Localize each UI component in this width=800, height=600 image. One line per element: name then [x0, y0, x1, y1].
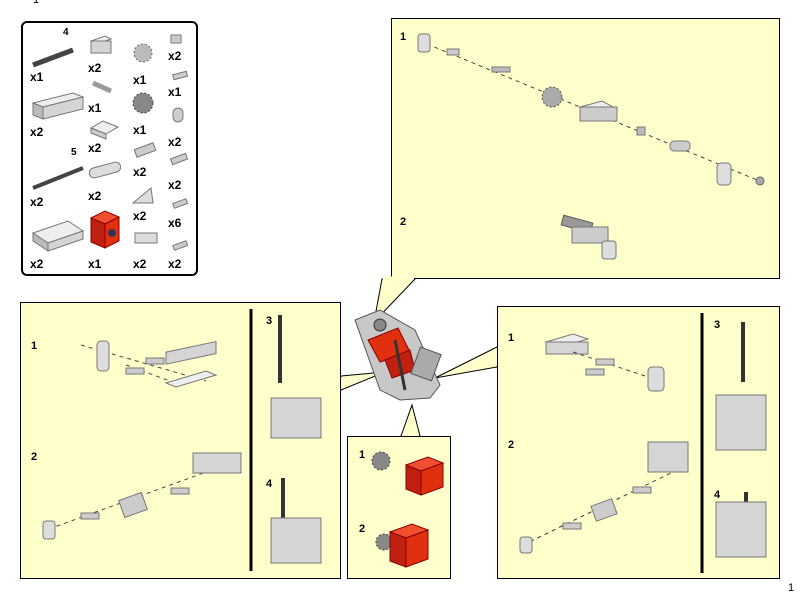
- qty-r4c6: x2: [168, 257, 182, 271]
- pin-part: [91, 80, 113, 94]
- qty-brick1x4: x2: [30, 125, 44, 139]
- liftarm-part: [88, 161, 122, 179]
- parts-list: 4 5 x1 x2 x2 x2 x2 x1 x2 x2 x1 x1 x1 x2 …: [21, 21, 198, 276]
- qty-wedge: x2: [133, 209, 147, 223]
- brick-1x2-part: [89, 35, 113, 54]
- brick-1x2-b-part: [134, 232, 158, 244]
- qty-plate2x2: x2: [88, 141, 102, 155]
- qty-red-brick: x1: [88, 257, 102, 271]
- callout-right-step-3: 3: [714, 319, 721, 331]
- callout-left-step-3: 3: [266, 315, 273, 327]
- plate-2x4-part: [31, 220, 85, 252]
- qty-axle5: x2: [30, 195, 44, 209]
- callout-left-drawing: [42, 309, 322, 571]
- qty-brick1x2-b: x2: [133, 257, 147, 271]
- gear-part: [133, 43, 153, 63]
- axle-5-part: [32, 166, 84, 190]
- qty-r4c3: x2: [168, 135, 182, 149]
- plate-2x2-part: [89, 120, 120, 140]
- page-number-top: 1: [33, 0, 40, 6]
- qty-plate2x4: x2: [30, 257, 44, 271]
- brick-1x4-part: [31, 92, 85, 120]
- callout-center-step-1: 1: [359, 449, 366, 461]
- qty-r4c5: x6: [168, 216, 182, 230]
- bush-part: [133, 142, 157, 158]
- parts-list-drawings: [31, 34, 189, 252]
- callout-right-step-4: 4: [714, 489, 721, 501]
- axle-length-4: 4: [63, 27, 69, 38]
- callout-right-step-2: 2: [508, 439, 515, 451]
- callout-right-step-1: 1: [508, 332, 515, 344]
- qty-liftarm: x2: [88, 189, 102, 203]
- qty-gear-a: x1: [133, 73, 147, 87]
- small-parts: [169, 34, 189, 251]
- page-number: 1: [788, 582, 795, 594]
- callout-top: 1 2: [391, 18, 780, 279]
- callout-right-drawing: [519, 313, 767, 573]
- callout-top-step-1: 1: [400, 31, 407, 43]
- callout-left-step-2: 2: [31, 451, 38, 463]
- callout-top-drawing: [417, 33, 765, 260]
- red-brick-part: [89, 210, 121, 249]
- qty-r4c4: x2: [168, 178, 182, 192]
- qty-r4c1: x2: [168, 49, 182, 63]
- axle-4-part: [32, 47, 74, 68]
- qty-axle4: x1: [30, 70, 44, 84]
- wedge-part: [131, 187, 154, 204]
- callout-left-step-1: 1: [31, 340, 38, 352]
- callout-center: 1 2: [347, 436, 451, 579]
- qty-r4c2: x1: [168, 85, 182, 99]
- qty-bush: x2: [133, 165, 147, 179]
- callout-center-drawing: [371, 451, 445, 568]
- qty-pin: x1: [88, 101, 102, 115]
- gear-dark-part: [132, 92, 154, 114]
- callout-left-step-4: 4: [266, 478, 273, 490]
- qty-gear-b: x1: [133, 123, 147, 137]
- qty-brick1x2: x2: [88, 61, 102, 75]
- axle-length-5: 5: [71, 147, 77, 158]
- callout-right: 1 2 3 4: [497, 306, 780, 579]
- callout-center-step-2: 2: [359, 523, 366, 535]
- callout-top-step-2: 2: [400, 216, 407, 228]
- callout-left: 1 2 3 4: [20, 302, 341, 579]
